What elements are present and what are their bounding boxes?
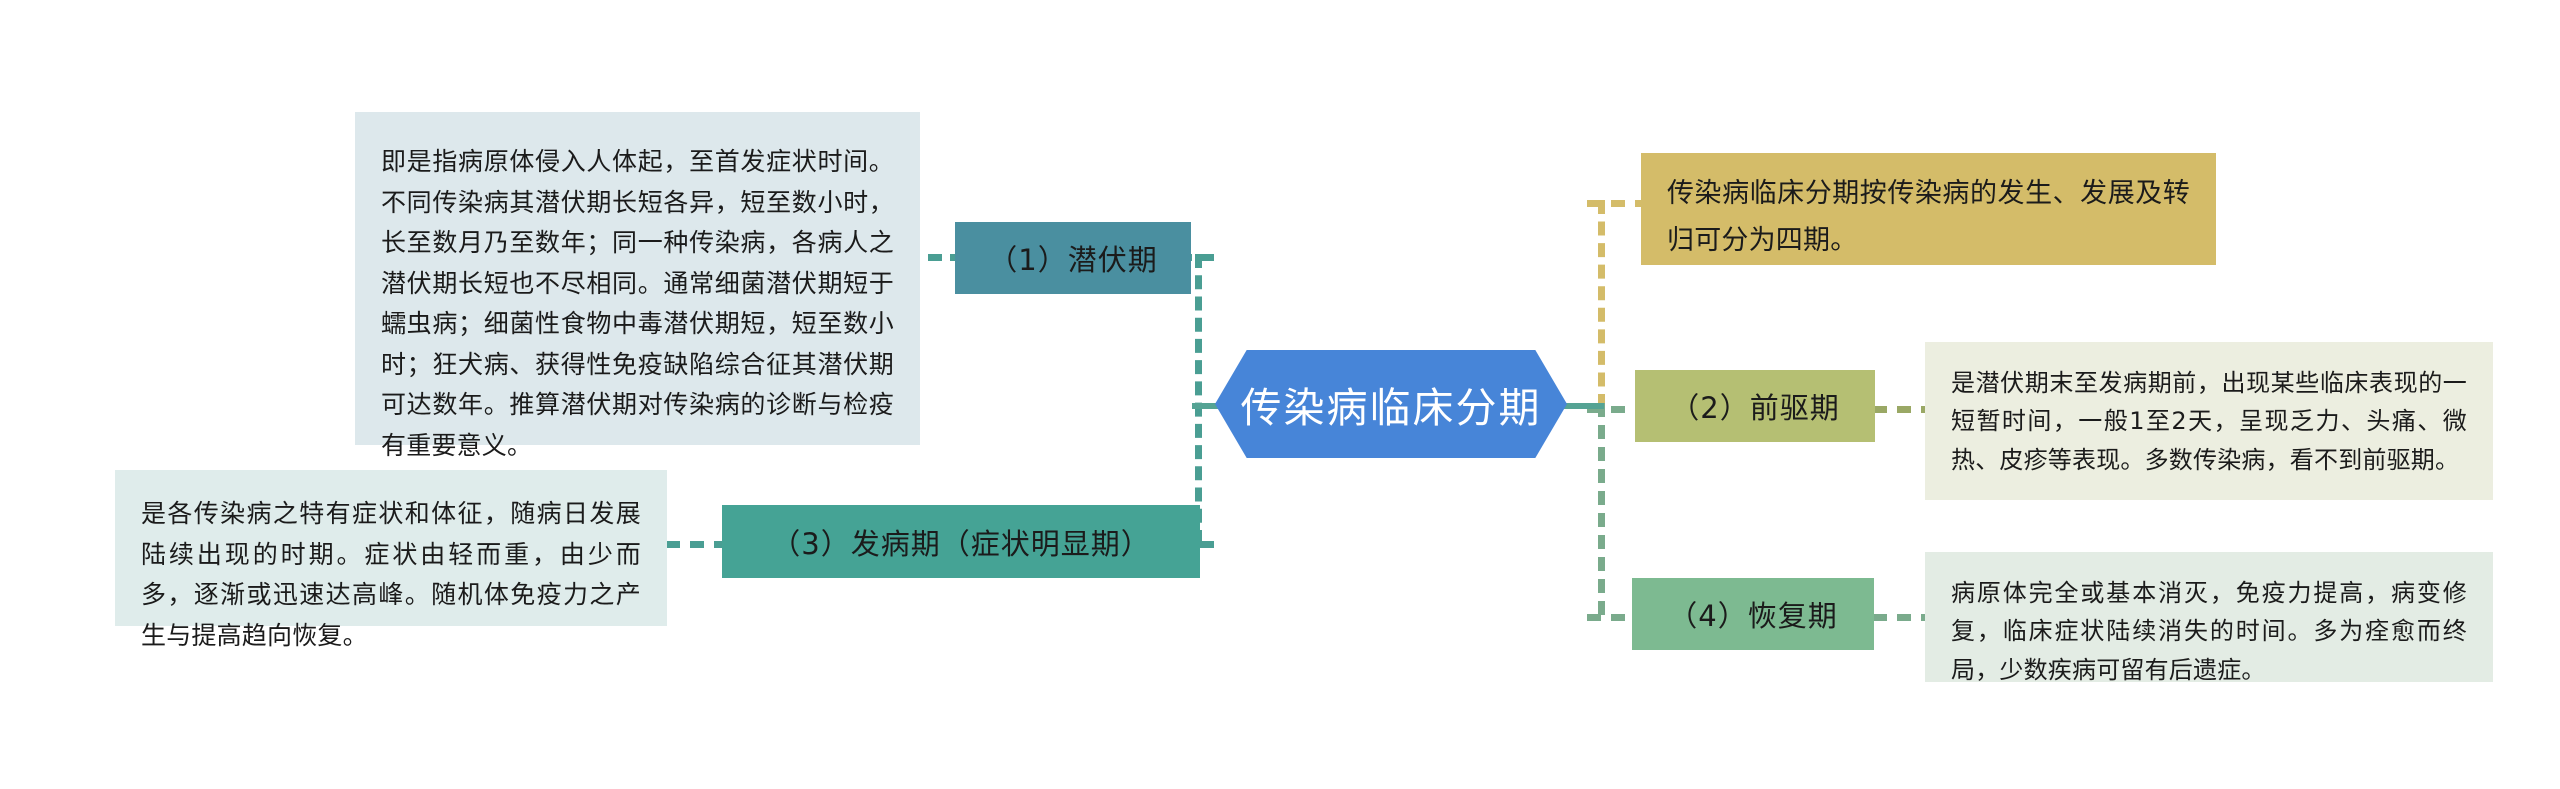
connector-stub-recovery <box>1587 614 1649 621</box>
connector-right-spine-bottom <box>1598 403 1605 615</box>
overview-box: 传染病临床分期按传染病的发生、发展及转归可分为四期。 <box>1641 153 2216 265</box>
connector-desc-incubation <box>906 254 964 261</box>
center-node-clinical-stages[interactable]: 传染病临床分期 <box>1215 350 1567 458</box>
connector-desc-recovery <box>1873 614 1935 621</box>
node-onset[interactable]: （3）发病期（症状明显期） <box>722 505 1200 578</box>
node-prodromal[interactable]: （2）前驱期 <box>1635 370 1875 442</box>
description-prodromal: 是潜伏期末至发病期前，出现某些临床表现的一短暂时间，一般1至2天，呈现乏力、头痛… <box>1925 342 2493 500</box>
center-node-label: 传染病临床分期 <box>1240 384 1542 432</box>
description-recovery: 病原体完全或基本消灭，免疫力提高，病变修复，临床症状陆续消失的时间。多为痊愈而终… <box>1925 552 2493 684</box>
connector-stub-overview <box>1587 200 1649 207</box>
description-incubation: 即是指病原体侵入人体起，至首发症状时间。不同传染病其潜伏期长短各异，短至数小时，… <box>355 112 920 460</box>
node-onset-label: （3）发病期（症状明显期） <box>771 526 1151 561</box>
connector-left-stub-incubation <box>1178 254 1214 261</box>
connector-stub-prodromal <box>1587 406 1649 413</box>
node-recovery-label: （4）恢复期 <box>1668 599 1838 633</box>
node-incubation[interactable]: （1）潜伏期 <box>955 222 1191 294</box>
connector-left-spine <box>1195 254 1202 544</box>
connector-stem-right <box>1556 403 1604 409</box>
connector-stem-left <box>1192 403 1232 409</box>
node-recovery[interactable]: （4）恢复期 <box>1632 578 1874 650</box>
node-prodromal-label: （2）前驱期 <box>1670 391 1840 425</box>
connector-right-spine-top <box>1598 200 1605 408</box>
connector-desc-prodromal <box>1873 406 1935 413</box>
node-incubation-label: （1）潜伏期 <box>988 243 1158 277</box>
description-onset: 是各传染病之特有症状和体征，随病日发展陆续出现的时期。症状由轻而重，由少而多，逐… <box>115 470 667 650</box>
connector-desc-onset <box>666 541 728 548</box>
